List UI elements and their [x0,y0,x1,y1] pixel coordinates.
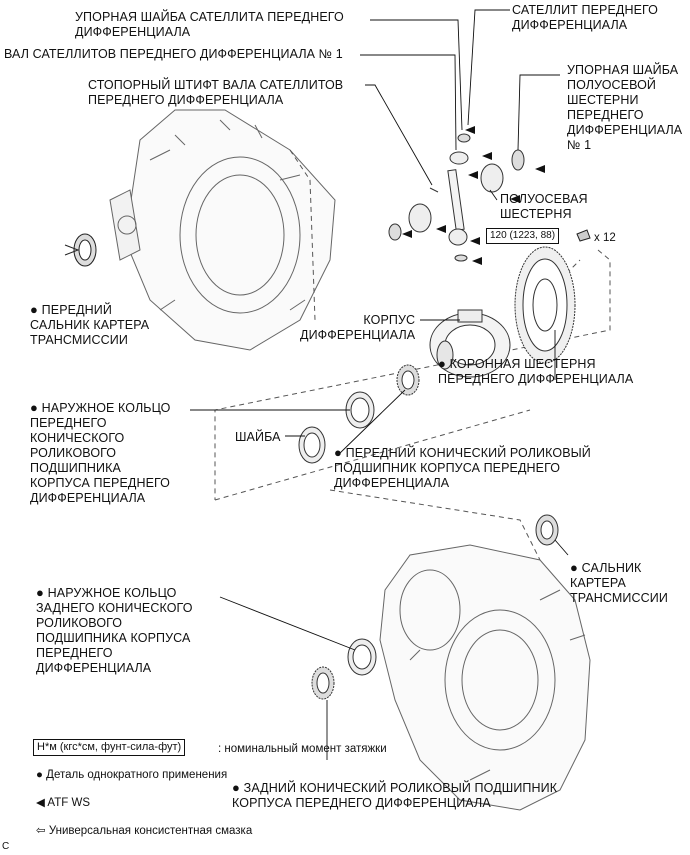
grease-arrow-icon: ⇦ [36,825,49,837]
ring-gear-part [514,246,576,364]
label-pinion-washer: УПОРНАЯ ШАЙБА САТЕЛЛИТА ПЕРЕДНЕГО ДИФФЕР… [75,10,344,39]
non-reusable-bullet-icon: ● [232,780,244,795]
differential-internal-parts [388,133,525,262]
label-front-outer-race: ● НАРУЖНОЕ КОЛЬЦО ПЕРЕДНЕГО КОНИЧЕСКОГО … [30,400,170,506]
label-pinion-shaft: ВАЛ САТЕЛЛИТОВ ПЕРЕДНЕГО ДИФФЕРЕНЦИАЛА №… [4,47,343,61]
front-bearing-part [396,364,420,396]
atf-arrow-icon: ◀ [36,797,48,809]
washer-part [298,426,326,464]
label-washer: ШАЙБА [235,430,281,444]
alignment-lines [214,149,611,561]
label-rear-bearing-text: ЗАДНИЙ КОНИЧЕСКИЙ РОЛИКОВЫЙ ПОДШИПНИК КО… [232,781,558,810]
non-reusable-bullet-icon: ● [334,445,346,460]
label-front-oil-seal: ● ПЕРЕДНИЙ САЛЬНИК КАРТЕРА ТРАНСМИССИИ [30,302,149,348]
front-outer-race-part [345,391,375,429]
oil-seal-part [535,514,559,546]
legend-atf: ◀ ATF WS [36,796,90,810]
upper-housing [109,109,336,351]
label-front-bearing-text: ПЕРЕДНИЙ КОНИЧЕСКИЙ РОЛИКОВЫЙ ПОДШИПНИК … [334,446,591,490]
front-oil-seal-part [64,233,97,267]
leader-lines [190,9,569,760]
legend-grease-text: Универсальная консистентная смазка [48,825,253,837]
figure-code: C [2,841,10,852]
legend-atf-text: ATF WS [47,797,90,809]
non-reusable-bullet-icon: ● [438,356,450,371]
non-reusable-bullet-icon: ● [36,769,47,781]
non-reusable-bullet-icon: ● [30,400,42,415]
lower-housing [379,544,591,811]
non-reusable-bullet-icon: ● [30,302,42,317]
label-ring-gear-text: КОРОННАЯ ШЕСТЕРНЯ ПЕРЕДНЕГО ДИФФЕРЕНЦИАЛ… [438,357,634,386]
label-front-oil-seal-text: ПЕРЕДНИЙ САЛЬНИК КАРТЕРА ТРАНСМИССИИ [30,303,150,347]
torque-spec-box: 120 (1223, 88) [486,228,560,244]
label-side-gear-washer: УПОРНАЯ ШАЙБА ПОЛУОСЕВОЙ ШЕСТЕРНИ ПЕРЕДН… [567,63,683,152]
bolt-part [576,229,591,242]
rear-outer-race-part [347,638,377,676]
rear-bearing-part [311,666,335,700]
non-reusable-bullet-icon: ● [36,585,48,600]
non-reusable-bullet-icon: ● [570,560,582,575]
label-rear-bearing: ● ЗАДНИЙ КОНИЧЕСКИЙ РОЛИКОВЫЙ ПОДШИПНИК … [232,780,557,811]
label-rear-outer-race: ● НАРУЖНОЕ КОЛЬЦО ЗАДНЕГО КОНИЧЕСКОГО РО… [36,585,193,676]
label-pinion: САТЕЛЛИТ ПЕРЕДНЕГО ДИФФЕРЕНЦИАЛА [512,3,659,32]
legend-grease: ⇦ Универсальная консистентная смазка [36,824,252,838]
legend-torque-text: : номинальный момент затяжки [218,743,387,755]
label-oil-seal: ● САЛЬНИК КАРТЕРА ТРАНСМИССИИ [570,560,668,606]
legend-non-reusable: ● Деталь однократного применения [36,768,227,782]
legend-non-reusable-text: Деталь однократного применения [46,769,228,781]
label-front-outer-race-text: НАРУЖНОЕ КОЛЬЦО ПЕРЕДНЕГО КОНИЧЕСКОГО РО… [30,401,171,505]
label-front-bearing: ● ПЕРЕДНИЙ КОНИЧЕСКИЙ РОЛИКОВЫЙ ПОДШИПНИ… [334,445,591,491]
label-side-gear: ПОЛУОСЕВАЯ ШЕСТЕРНЯ [500,192,588,221]
legend-torque-box: Н*м (кгс*см, фунт-сила-фут) [33,739,186,756]
bolt-count: x 12 [594,232,616,244]
differential-case-part [429,309,511,378]
label-ring-gear: ● КОРОННАЯ ШЕСТЕРНЯ ПЕРЕДНЕГО ДИФФЕРЕНЦИ… [438,356,633,387]
label-pin: СТОПОРНЫЙ ШТИФТ ВАЛА САТЕЛЛИТОВ ПЕРЕДНЕГ… [88,78,344,107]
label-rear-outer-race-text: НАРУЖНОЕ КОЛЬЦО ЗАДНЕГО КОНИЧЕСКОГО РОЛИ… [36,586,193,675]
label-case: КОРПУС ДИФФЕРЕНЦИАЛА [300,313,416,342]
label-oil-seal-text: САЛЬНИК КАРТЕРА ТРАНСМИССИИ [570,561,668,605]
